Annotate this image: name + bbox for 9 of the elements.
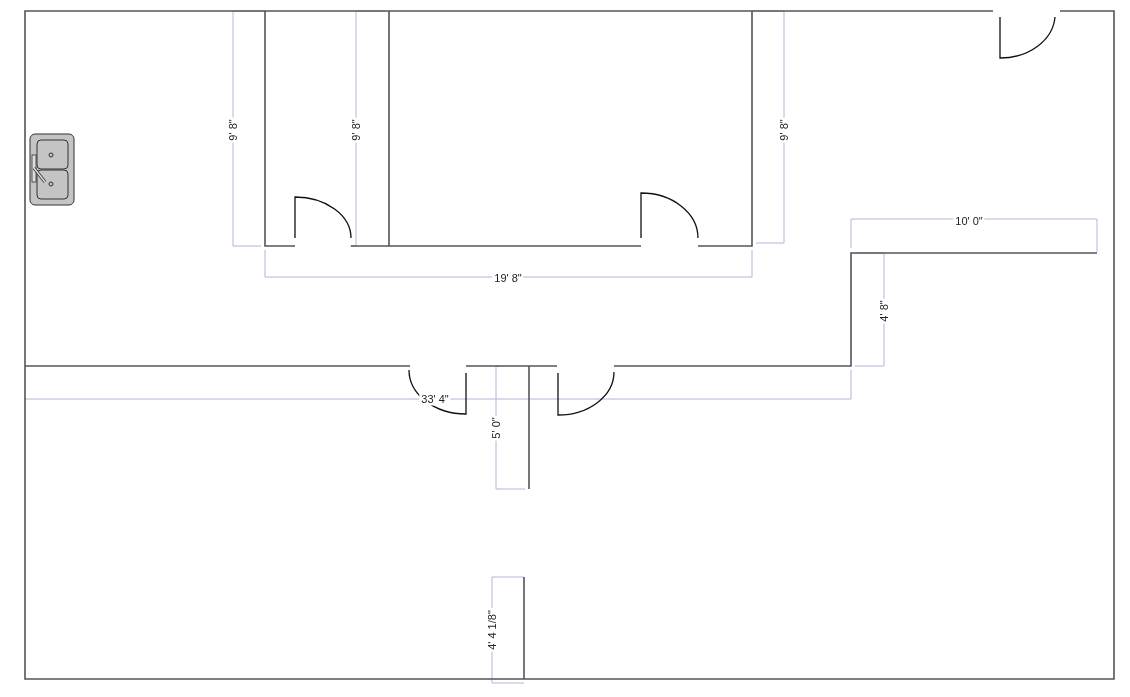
dimension-label: 9' 8"	[226, 117, 240, 143]
dimension-label: 4' 8"	[877, 298, 891, 324]
dimension-label: 10' 0"	[953, 214, 985, 228]
dimension-label: 9' 8"	[349, 117, 363, 143]
dimension-label: 19' 8"	[492, 271, 524, 285]
dimension-label: 4' 4 1/8"	[485, 608, 499, 652]
dimension-label: 5' 0"	[489, 415, 503, 441]
dimension-label: 9' 8"	[777, 117, 791, 143]
dimension-label: 33' 4"	[419, 392, 451, 406]
